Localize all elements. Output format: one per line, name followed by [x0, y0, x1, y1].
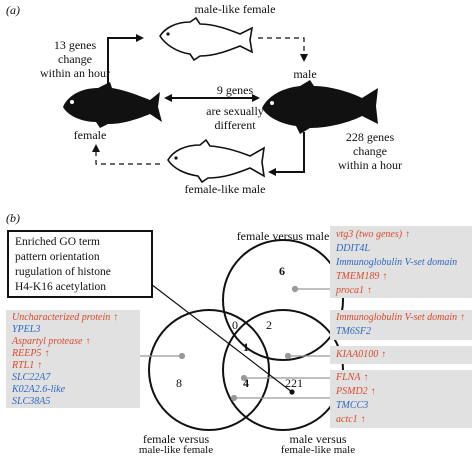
right-genes-line2: change — [353, 144, 387, 158]
gene-box-center — [330, 346, 472, 364]
count-left-right: 4 — [243, 376, 249, 390]
go-box-line1: Enriched GO term — [15, 236, 100, 248]
gene-item: SLC22A7 — [12, 372, 51, 383]
center-genes-line2: are sexually — [206, 104, 264, 118]
male-like-female-fish-icon — [159, 16, 254, 62]
gene-item: proca1↑ — [336, 285, 372, 296]
gene-item: TM6SF2 — [336, 326, 371, 337]
gene-box-left-right — [330, 370, 472, 428]
gene-item: TMCC3 — [336, 400, 369, 411]
venn-label-left-line1: female versus — [142, 432, 210, 446]
gene-item: K02A2.6-like — [12, 384, 66, 395]
female-like-male-fish-icon — [167, 138, 266, 184]
gene-item: Uncharacterized protein↑ — [12, 312, 119, 323]
label-male: male — [293, 67, 317, 81]
center-genes-line3: different — [214, 118, 256, 132]
count-center: 1 — [243, 340, 249, 354]
gene-item: Immunoglobulin V-set domain — [336, 257, 458, 268]
gene-item: YPEL3 — [12, 324, 41, 335]
count-right-top: 2 — [266, 318, 272, 332]
panel-b-label: (b) — [6, 211, 20, 225]
arrow-female-to-male-like-female — [107, 34, 144, 86]
gene-item: PSMD2↑ — [336, 386, 376, 397]
left-genes-line2: change — [58, 52, 92, 66]
gene-item: FLNA↑ — [336, 372, 369, 383]
count-right-only: 221 — [285, 376, 303, 390]
label-female-like-male: female-like male — [184, 182, 266, 196]
left-genes-line3: within an hour — [40, 66, 110, 80]
label-female: female — [73, 128, 107, 142]
count-left-only: 8 — [176, 376, 182, 390]
gene-box-right-top — [330, 310, 472, 340]
arrow-male-like-female-to-male — [258, 37, 308, 62]
gene-item: SLC38A5 — [12, 396, 51, 407]
male-fish-icon — [262, 80, 378, 134]
gene-item: Aspartyl protease↑ — [12, 336, 91, 347]
right-genes-line3: within a hour — [338, 158, 402, 172]
go-box-line2: pattern orientation — [15, 251, 100, 263]
gene-box-top — [330, 226, 472, 298]
gene-item: Immunoglobulin V-set domain↑ — [336, 312, 466, 323]
venn-label-right-line1: male versus — [289, 432, 347, 446]
count-top-only: 6 — [279, 264, 285, 278]
venn-label-top: female versus male — [236, 229, 330, 243]
go-box-line3: rugulation of histone — [15, 266, 111, 278]
panel-a-label: (a) — [6, 3, 20, 17]
gene-item: DDIT4L — [336, 243, 370, 254]
label-male-like-female: male-like female — [194, 2, 276, 16]
count-left-top: 0 — [232, 318, 238, 332]
right-genes-line1: 228 genes — [345, 130, 395, 144]
gene-item: actc1↑ — [336, 414, 366, 425]
arrow-male-to-female-like-male — [268, 132, 305, 176]
venn-circle-right — [222, 309, 344, 431]
arrow-female-like-male-to-female — [92, 144, 160, 165]
venn-label-right-line2: female-like male — [280, 444, 356, 456]
gene-item: KIAA0100↑ — [336, 349, 387, 360]
gene-item: REEP5↑ — [12, 348, 50, 359]
go-box-line4: H4-K16 acetylation — [15, 281, 107, 293]
venn-label-left-line2: male-like female — [138, 444, 214, 456]
left-genes-line1: 13 genes — [53, 38, 97, 52]
gene-item: vtg3 (two genes)↑ — [336, 229, 411, 240]
venn-circle-top — [222, 239, 344, 361]
gene-box-left — [6, 310, 140, 408]
gene-item: TMEM189↑ — [336, 271, 388, 282]
venn-circle-left — [148, 309, 270, 431]
center-genes-line1: 9 genes — [216, 83, 254, 97]
female-fish-icon — [63, 82, 162, 128]
gene-item: RTL1↑ — [12, 360, 43, 371]
go-term-box: Enriched GO term pattern orientation rug… — [7, 230, 153, 298]
